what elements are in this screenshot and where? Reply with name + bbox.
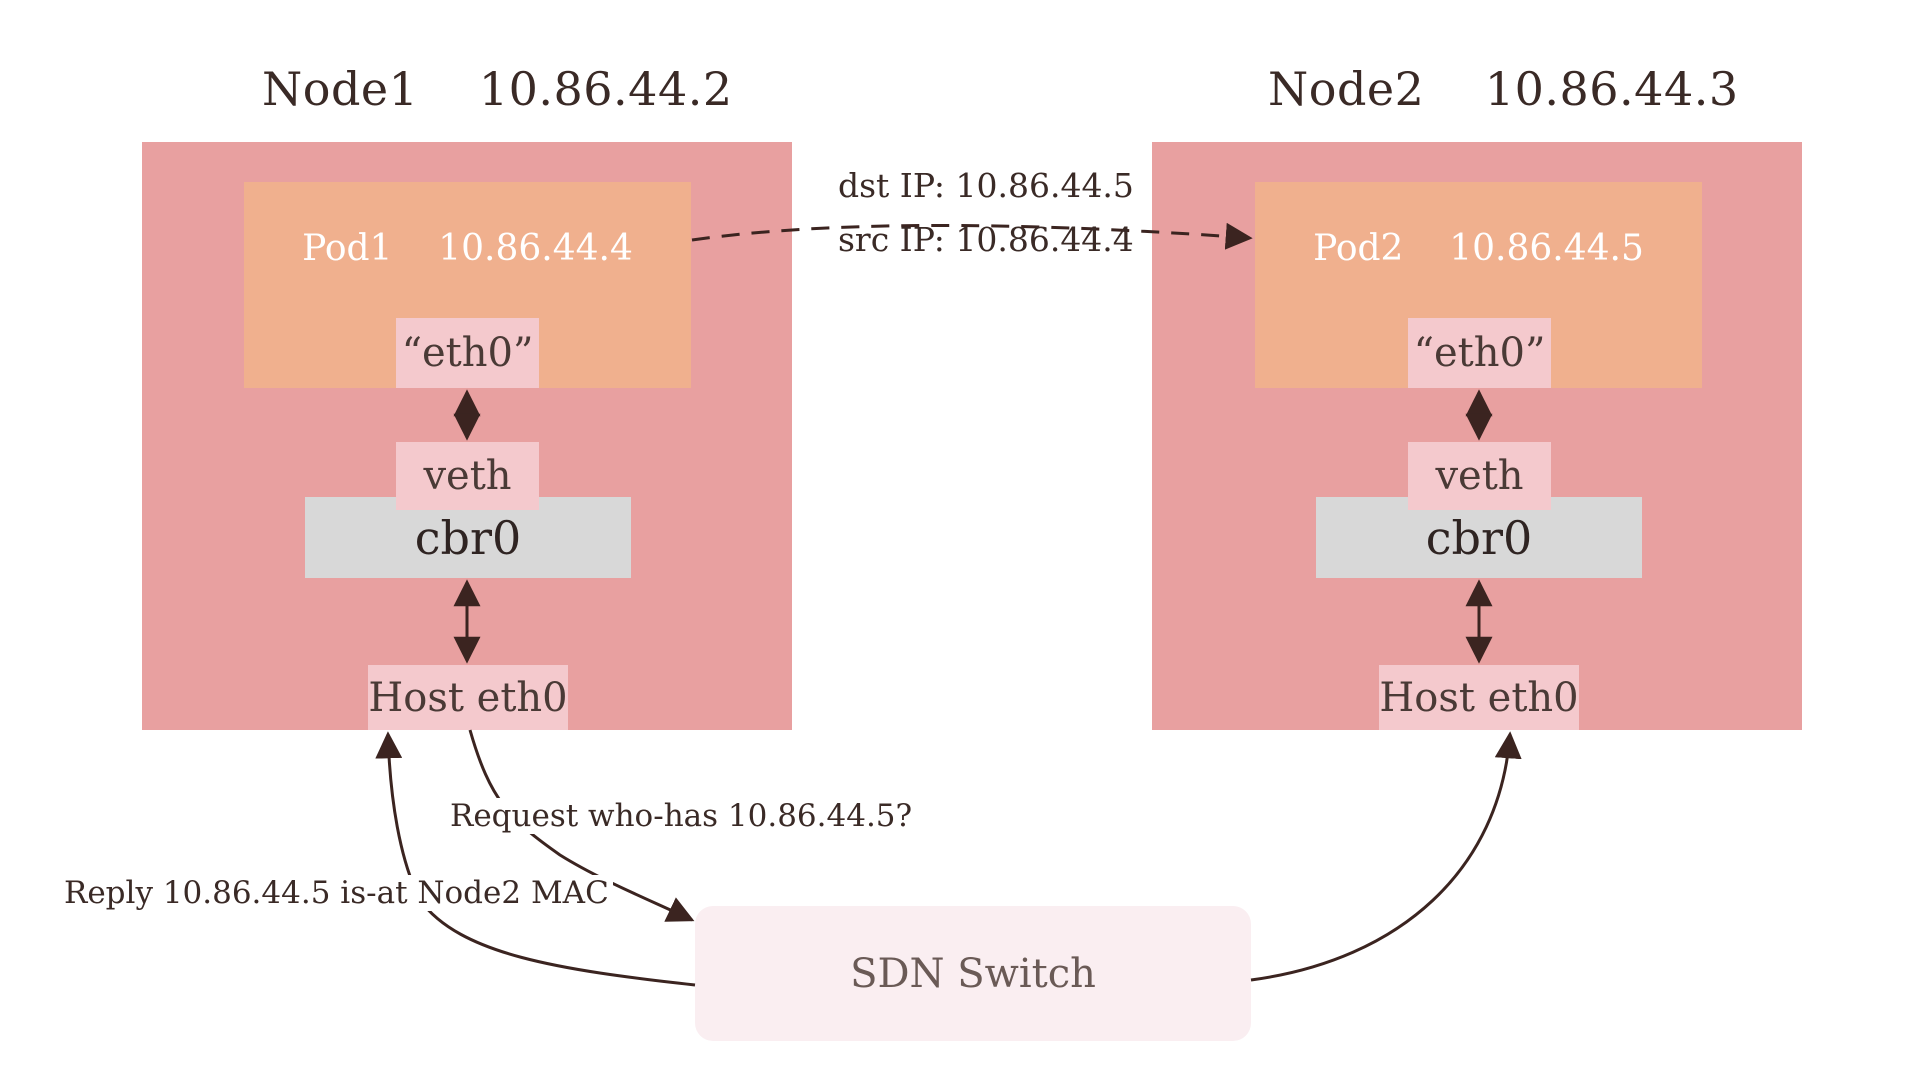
node1-title: Node1 10.86.44.2 <box>262 62 733 116</box>
packet-src-ip: src IP: 10.86.44.4 <box>838 220 1134 259</box>
arp-reply-label: Reply 10.86.44.5 is-at Node2 MAC <box>60 875 613 911</box>
node2-cbr0-bridge: cbr0 <box>1316 497 1642 578</box>
arp-reply-arrow <box>375 731 696 987</box>
pod2-eth0-interface: “eth0” <box>1408 318 1551 388</box>
node2-host-eth0: Host eth0 <box>1379 665 1579 730</box>
pod1-label: Pod1 10.86.44.4 <box>302 228 633 269</box>
node1-veth: veth <box>396 442 539 510</box>
node1-cbr0-bridge: cbr0 <box>305 497 631 578</box>
pod1-eth0-interface: “eth0” <box>396 318 539 388</box>
packet-dst-ip: dst IP: 10.86.44.5 <box>838 166 1134 205</box>
pod-to-pod-dashed-arrow <box>691 222 1253 250</box>
node1-host-eth0: Host eth0 <box>368 665 568 730</box>
node2-veth: veth <box>1408 442 1551 510</box>
arp-request-label: Request who-has 10.86.44.5? <box>446 798 917 834</box>
arp-request-arrow <box>468 729 695 922</box>
pod2-label: Pod2 10.86.44.5 <box>1313 228 1644 269</box>
switch-to-node2-arrow <box>1250 731 1522 982</box>
node2-title: Node2 10.86.44.3 <box>1268 62 1739 116</box>
sdn-switch: SDN Switch <box>695 906 1251 1041</box>
